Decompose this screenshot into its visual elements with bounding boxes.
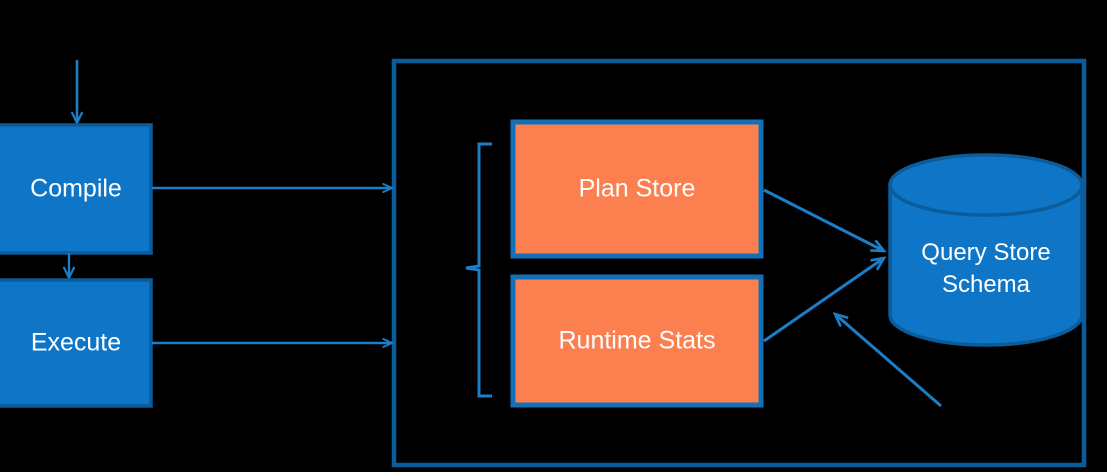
connector-external-to-database: [835, 314, 942, 408]
store-node-runtime-stats[interactable]: Runtime Stats: [510, 274, 764, 408]
database-label-line2: Schema: [942, 271, 1031, 298]
database-query-store-schema[interactable]: Query Store Schema: [888, 153, 1084, 347]
store-group-bracket: [465, 142, 492, 398]
store-node-plan-store[interactable]: Plan Store: [510, 119, 764, 259]
database-label-line1: Query Store: [921, 239, 1050, 266]
process-node-execute[interactable]: Execute: [0, 278, 153, 408]
query-store-container: [391, 58, 1087, 468]
process-node-compile[interactable]: Compile: [0, 123, 153, 255]
connector-runtime-stats-to-database: [763, 258, 884, 343]
connector-plan-store-to-database: [763, 188, 884, 251]
